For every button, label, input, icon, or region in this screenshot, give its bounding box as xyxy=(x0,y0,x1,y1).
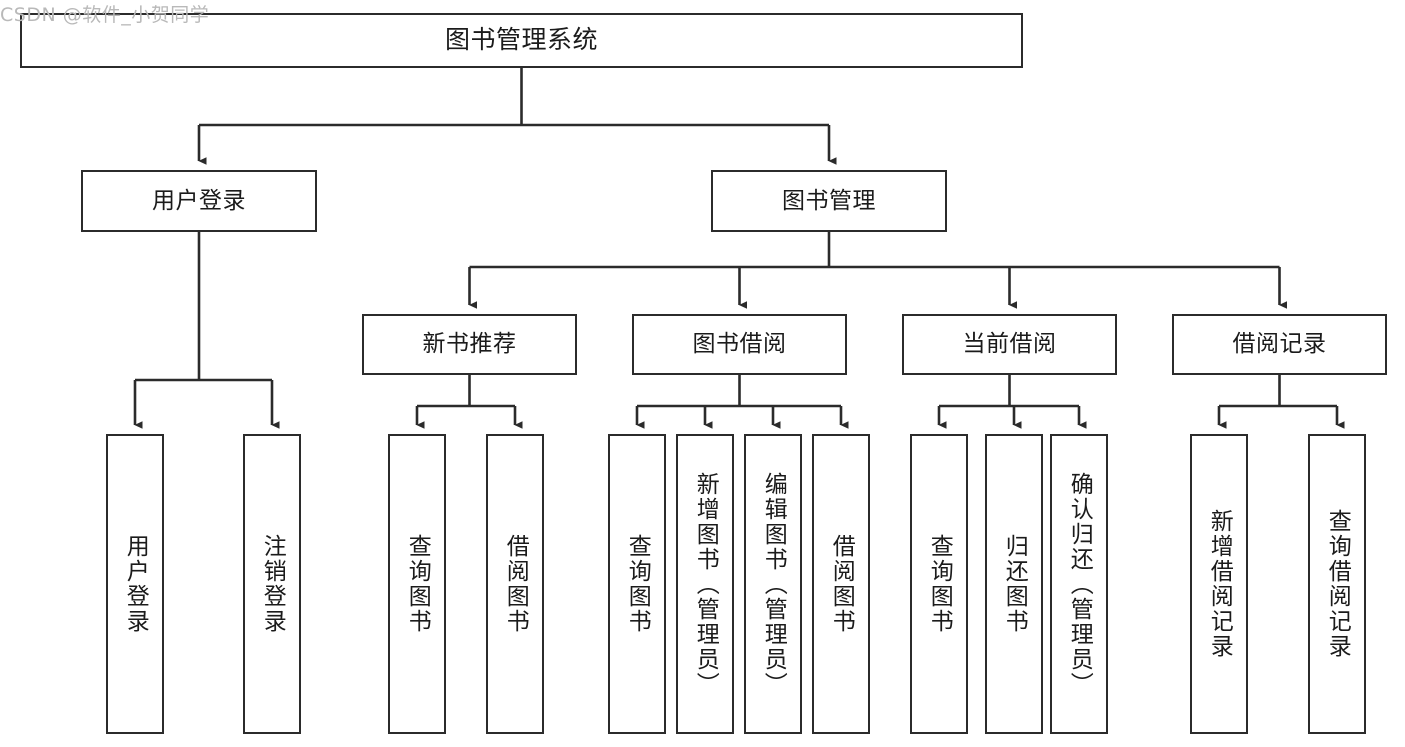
node-label: 查询借阅记录 xyxy=(1324,509,1351,659)
node-leaf-add-book[interactable]: 新增图书（管理员） xyxy=(676,434,734,734)
node-label: 注销登录 xyxy=(259,534,286,634)
node-label: 用户登录 xyxy=(122,534,149,634)
node-label: 借阅记录 xyxy=(1232,331,1327,358)
node-leaf-logout[interactable]: 注销登录 xyxy=(243,434,301,734)
node-label: 归还图书 xyxy=(1001,534,1028,634)
node-label: 查询图书 xyxy=(926,534,953,634)
node-leaf-edit-book[interactable]: 编辑图书（管理员） xyxy=(744,434,802,734)
node-root[interactable]: 图书管理系统 xyxy=(20,13,1023,68)
node-leaf-user-login[interactable]: 用户登录 xyxy=(106,434,164,734)
node-leaf-borrow-book-rec[interactable]: 借阅图书 xyxy=(486,434,544,734)
node-label: 当前借阅 xyxy=(962,331,1057,358)
node-label: 借阅图书 xyxy=(502,534,529,634)
node-leaf-add-record[interactable]: 新增借阅记录 xyxy=(1190,434,1248,734)
node-label: 用户登录 xyxy=(152,187,246,214)
node-borrow-records[interactable]: 借阅记录 xyxy=(1172,314,1387,375)
node-label: 确认归还（管理员） xyxy=(1066,471,1093,697)
node-user-login[interactable]: 用户登录 xyxy=(81,170,317,232)
node-label: 新增图书（管理员） xyxy=(692,471,719,697)
node-leaf-confirm-return[interactable]: 确认归还（管理员） xyxy=(1050,434,1108,734)
node-label: 借阅图书 xyxy=(828,534,855,634)
node-leaf-borrow-book[interactable]: 借阅图书 xyxy=(812,434,870,734)
node-label: 图书借阅 xyxy=(692,331,787,358)
node-current-borrow[interactable]: 当前借阅 xyxy=(902,314,1117,375)
node-leaf-query-record[interactable]: 查询借阅记录 xyxy=(1308,434,1366,734)
node-label: 图书管理 xyxy=(782,187,876,214)
node-leaf-return-book[interactable]: 归还图书 xyxy=(985,434,1043,734)
node-label: 图书管理系统 xyxy=(444,25,598,55)
node-new-book-recommend[interactable]: 新书推荐 xyxy=(362,314,577,375)
node-leaf-query-book-cur[interactable]: 查询图书 xyxy=(910,434,968,734)
node-label: 新增借阅记录 xyxy=(1206,509,1233,659)
node-label: 查询图书 xyxy=(404,534,431,634)
csdn-watermark: CSDN @软件_小贺同学 xyxy=(0,4,210,26)
node-label: 编辑图书（管理员） xyxy=(760,471,787,697)
node-label: 新书推荐 xyxy=(422,331,517,358)
node-leaf-query-book-rec[interactable]: 查询图书 xyxy=(388,434,446,734)
node-leaf-query-book[interactable]: 查询图书 xyxy=(608,434,666,734)
node-book-management[interactable]: 图书管理 xyxy=(711,170,947,232)
node-label: 查询图书 xyxy=(624,534,651,634)
node-book-borrow[interactable]: 图书借阅 xyxy=(632,314,847,375)
